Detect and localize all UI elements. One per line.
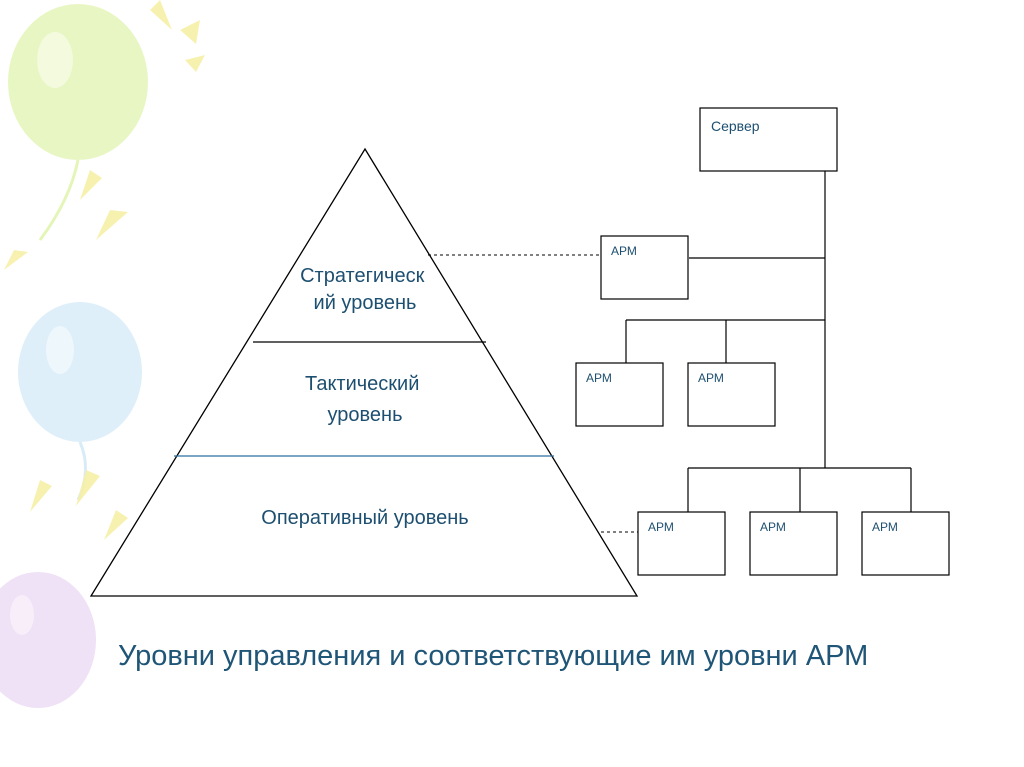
slide-title: Уровни управления и соответствующие им у… <box>118 640 869 672</box>
arm-label: АРМ <box>872 520 898 534</box>
arm-label: АРМ <box>760 520 786 534</box>
arm-node-tactical-2: АРМ <box>687 362 776 427</box>
arm-label: АРМ <box>586 371 612 385</box>
pyramid-outline <box>89 147 639 597</box>
arm-node-operational-1: АРМ <box>637 511 726 576</box>
server-label: Сервер <box>711 118 760 134</box>
balloon-green-icon <box>8 4 148 241</box>
network-connectors <box>625 171 912 512</box>
background-decoration <box>0 0 205 708</box>
arm-label: АРМ <box>698 371 724 385</box>
arm-node-tactical-1: АРМ <box>575 362 664 427</box>
arm-label: АРМ <box>611 244 637 258</box>
server-node: Сервер <box>699 107 838 172</box>
level-links <box>428 254 638 533</box>
arm-node-operational-3: АРМ <box>861 511 950 576</box>
strategic-level-label: Стратегическ ий уровень <box>300 265 430 314</box>
operational-level-label: Оперативный уровень <box>261 507 468 529</box>
arm-node-operational-2: АРМ <box>749 511 838 576</box>
sun-rays-icon <box>4 0 205 540</box>
tactical-level-label: Тактический уровень <box>305 373 425 426</box>
arm-label: АРМ <box>648 520 674 534</box>
balloon-purple-icon <box>0 572 96 708</box>
management-levels-pyramid: Стратегическ ий уровень Тактический уров… <box>89 147 639 597</box>
balloon-blue-icon <box>18 302 142 501</box>
arm-node-strategic: АРМ <box>600 235 689 300</box>
